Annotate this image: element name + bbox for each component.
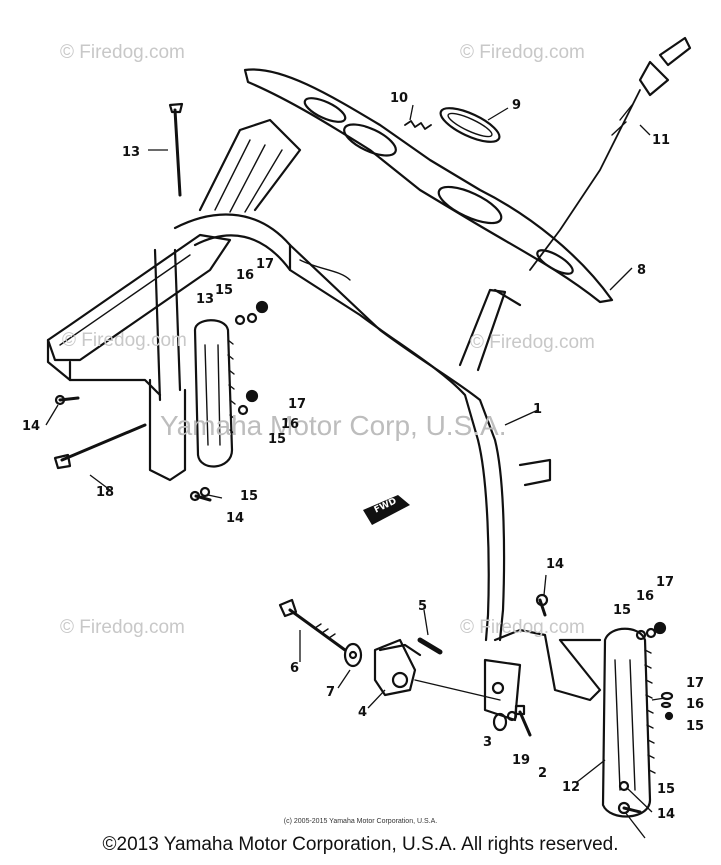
callout-10: 10 [390, 91, 409, 106]
callout-11: 11 [652, 133, 671, 148]
watermark: © Firedog.com [460, 617, 585, 638]
fwd-stamp [363, 495, 410, 525]
callout-17: 17 [686, 676, 705, 691]
upper-strut [198, 118, 302, 212]
left-step-bracket [46, 233, 232, 362]
left-footrest [193, 319, 234, 468]
callout-16: 16 [686, 697, 705, 712]
callout-4: 4 [358, 705, 368, 720]
part-9-ring [439, 107, 501, 143]
small-copyright: (c) 2005-2015 Yamaha Motor Corporation, … [283, 818, 438, 825]
watermark: © Firedog.com [460, 42, 585, 63]
watermark: © Firedog.com [60, 42, 185, 63]
callout-12: 12 [562, 780, 581, 795]
right-lower-bracket [493, 628, 602, 702]
bracket-4 [373, 638, 417, 697]
rod-18-lower [60, 423, 147, 462]
callout-16: 16 [236, 268, 255, 283]
callout-17: 17 [256, 257, 275, 272]
rod-18-upper [173, 108, 182, 197]
callout-13-upper: 13 [122, 145, 141, 160]
callout-6: 6 [290, 661, 300, 676]
main-frame-bar [173, 213, 506, 642]
callout-17: 17 [288, 397, 307, 412]
callout-15: 15 [657, 782, 676, 797]
watermark: © Firedog.com [62, 330, 187, 351]
bolt-6 [288, 608, 347, 652]
callout-1: 1 [533, 402, 543, 417]
callout-14-bottom: 14 [657, 807, 676, 822]
callout-14-right: 14 [546, 557, 565, 572]
callout-18: 18 [96, 485, 115, 500]
callout-9: 9 [512, 98, 522, 113]
footer-copyright: ©2013 Yamaha Motor Corporation, U.S.A. A… [102, 834, 619, 855]
main-frame-bar-inner [193, 234, 490, 642]
callout-5: 5 [418, 599, 428, 614]
callout-15: 15 [686, 719, 705, 734]
watermark: © Firedog.com [60, 617, 185, 638]
callout-15: 15 [215, 283, 234, 298]
callout-3: 3 [483, 735, 493, 750]
callout-15: 15 [613, 603, 632, 618]
watermark-center: Yamaha Motor Corp, U.S.A. [160, 410, 507, 441]
callout-17: 17 [656, 575, 675, 590]
callout-15: 15 [268, 432, 287, 447]
callout-2: 2 [538, 766, 548, 781]
watermark: © Firedog.com [470, 332, 595, 353]
top-plate [243, 68, 614, 304]
callout-19: 19 [512, 753, 531, 768]
callout-15: 15 [240, 489, 259, 504]
callout-7: 7 [326, 685, 336, 700]
callout-13: 13 [196, 292, 215, 307]
right-footrest [601, 627, 652, 818]
callout-14-left: 14 [22, 419, 41, 434]
callout-14-mid: 14 [226, 511, 245, 526]
callout-16: 16 [636, 589, 655, 604]
part-11-lever [658, 36, 692, 67]
callout-16: 16 [281, 417, 300, 432]
callout-8: 8 [637, 263, 647, 278]
